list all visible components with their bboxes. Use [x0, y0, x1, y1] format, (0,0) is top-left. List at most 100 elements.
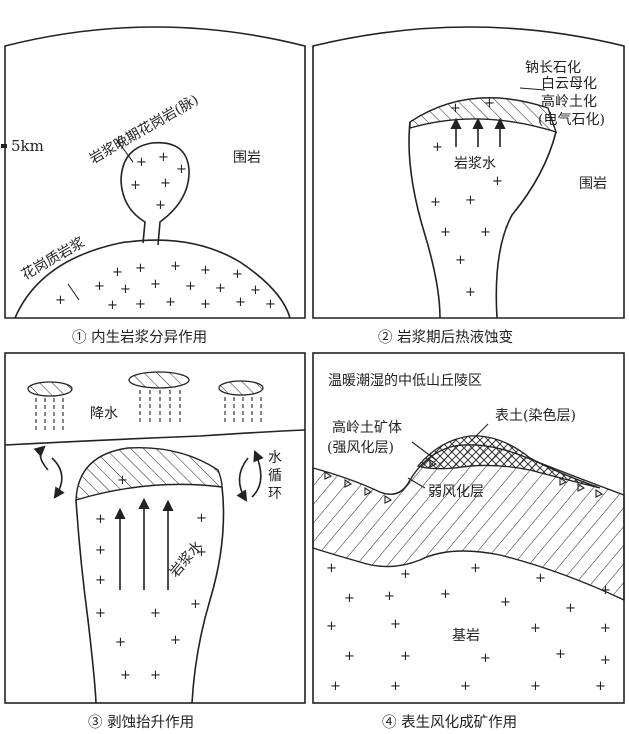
- svg-text:+: +: [95, 573, 106, 588]
- svg-text:+: +: [600, 621, 611, 636]
- kaolin-ore-label: 高岭土矿体: [332, 419, 402, 436]
- granitic-magma-label: 花岗质岩浆: [19, 235, 88, 284]
- svg-text:+: +: [430, 195, 441, 210]
- svg-text:+: +: [500, 595, 511, 610]
- alteration-3: 高岭土化: [541, 93, 597, 110]
- svg-text:+: +: [107, 298, 118, 313]
- svg-text:+: +: [600, 653, 611, 668]
- svg-text:+: +: [465, 193, 476, 208]
- svg-text:+: +: [555, 647, 566, 662]
- alteration-zone: [409, 97, 558, 134]
- svg-text:+: +: [326, 619, 337, 634]
- ground-surface: [4, 429, 306, 446]
- weak-weathering-label: 弱风化层: [428, 484, 484, 500]
- svg-text:+: +: [344, 591, 355, 606]
- panel-1-frame: [4, 26, 306, 319]
- caption-3: ③ 剥蚀抬升作用: [88, 714, 194, 731]
- bedrock-label: 基岩: [452, 627, 480, 644]
- panel-1: 5km 岩浆晚期花岗岩(脉) 围岩 花岗质岩浆 ++ ++ ++ ++ ++ +…: [1, 26, 306, 346]
- magma-body-2: [408, 121, 557, 319]
- svg-text:+: +: [530, 679, 541, 694]
- svg-text:+: +: [170, 633, 181, 648]
- caption-2: ② 岩浆期后热液蚀变: [378, 328, 513, 346]
- svg-text:+: +: [200, 263, 211, 278]
- svg-text:+: +: [130, 178, 141, 193]
- granite-symbols: ++ ++ ++ ++ ++: [430, 96, 503, 300]
- svg-text:+: +: [344, 649, 355, 664]
- granite-symbols: ++ ++ ++ ++ ++ ++ ++ ++ ++ ++ ++ ++: [55, 150, 276, 313]
- svg-text:+: +: [460, 679, 471, 694]
- granite-symbols: ++ ++ ++ ++ ++ ++ +: [95, 473, 207, 683]
- topsoil-leader: [469, 423, 489, 443]
- circulation-arrow: [51, 457, 65, 499]
- svg-text:+: +: [400, 567, 411, 582]
- svg-text:+: +: [165, 295, 176, 310]
- alteration-leader: [519, 87, 546, 91]
- rain-cloud: [218, 380, 264, 425]
- svg-text:+: +: [55, 293, 66, 308]
- svg-text:+: +: [384, 589, 395, 604]
- svg-text:+: +: [185, 279, 196, 294]
- circulation-arrow: [236, 457, 249, 502]
- svg-text:+: +: [160, 176, 171, 191]
- topsoil-label: 表土(染色层): [495, 407, 576, 424]
- svg-text:+: +: [136, 155, 147, 170]
- magmatic-water-label-2: 岩浆水: [454, 156, 496, 172]
- svg-text:+: +: [94, 279, 105, 294]
- svg-text:+: +: [600, 583, 611, 598]
- svg-text:+: +: [265, 297, 276, 312]
- alteration-4: (电气石化): [538, 112, 605, 128]
- bedrock-symbols: ++ ++ ++ ++ ++ ++ ++ ++ ++ ++ ++ ++: [326, 561, 611, 694]
- climate-label: 温暖潮湿的中低山丘陵区: [328, 373, 482, 389]
- ore-leader: [411, 441, 437, 461]
- svg-text:+: +: [530, 621, 541, 636]
- rain-cloud: [27, 381, 73, 430]
- svg-text:+: +: [176, 162, 187, 177]
- country-rock-label-2: 围岩: [579, 176, 607, 192]
- caption-1: ① 内生岩浆分异作用: [72, 328, 207, 346]
- caption-4: ④ 表生风化成矿作用: [382, 714, 517, 731]
- svg-text:+: +: [390, 617, 401, 632]
- weak-weathering-layer: [312, 444, 625, 602]
- topsoil-marks: [324, 458, 604, 504]
- svg-text:+: +: [330, 679, 341, 694]
- svg-text:+: +: [432, 140, 443, 155]
- circulation-arrow: [251, 449, 264, 498]
- svg-text:+: +: [95, 512, 106, 527]
- svg-text:+: +: [565, 601, 576, 616]
- svg-text:+: +: [170, 259, 181, 274]
- svg-text:+: +: [200, 297, 211, 312]
- water-cycle-char-1: 水: [268, 450, 282, 466]
- svg-text:+: +: [400, 649, 411, 664]
- svg-text:+: +: [440, 225, 451, 240]
- svg-text:+: +: [470, 561, 481, 576]
- svg-text:+: +: [95, 606, 106, 621]
- depth-label: 5km: [11, 137, 44, 155]
- svg-text:+: +: [117, 473, 128, 488]
- svg-text:+: +: [120, 668, 131, 683]
- svg-text:+: +: [480, 225, 491, 240]
- svg-text:+: +: [215, 281, 226, 296]
- svg-text:+: +: [235, 295, 246, 310]
- svg-text:+: +: [326, 561, 337, 576]
- svg-text:+: +: [150, 668, 161, 683]
- svg-text:+: +: [150, 606, 161, 621]
- svg-text:+: +: [112, 265, 123, 280]
- svg-text:+: +: [455, 253, 466, 268]
- svg-text:+: +: [440, 587, 451, 602]
- country-rock-label-1: 围岩: [233, 150, 261, 166]
- kaolin-ore-body: [416, 435, 601, 489]
- svg-text:+: +: [450, 101, 461, 116]
- late-granite-vein: [120, 141, 190, 246]
- svg-text:+: +: [196, 545, 207, 560]
- svg-text:+: +: [232, 267, 243, 282]
- rain-cloud: [128, 371, 190, 425]
- weak-leader: [407, 477, 426, 489]
- panel-3: 降水 水 循 环 岩浆水 ++ ++ ++ ++ ++ ++ + ③ 剥蚀抬升作…: [4, 352, 306, 731]
- alteration-zone-3: [75, 446, 223, 501]
- panel-2-frame: [312, 26, 625, 319]
- svg-text:+: +: [535, 571, 546, 586]
- alteration-1: 钠长石化: [525, 60, 581, 76]
- svg-text:+: +: [595, 679, 606, 694]
- svg-text:+: +: [158, 150, 169, 165]
